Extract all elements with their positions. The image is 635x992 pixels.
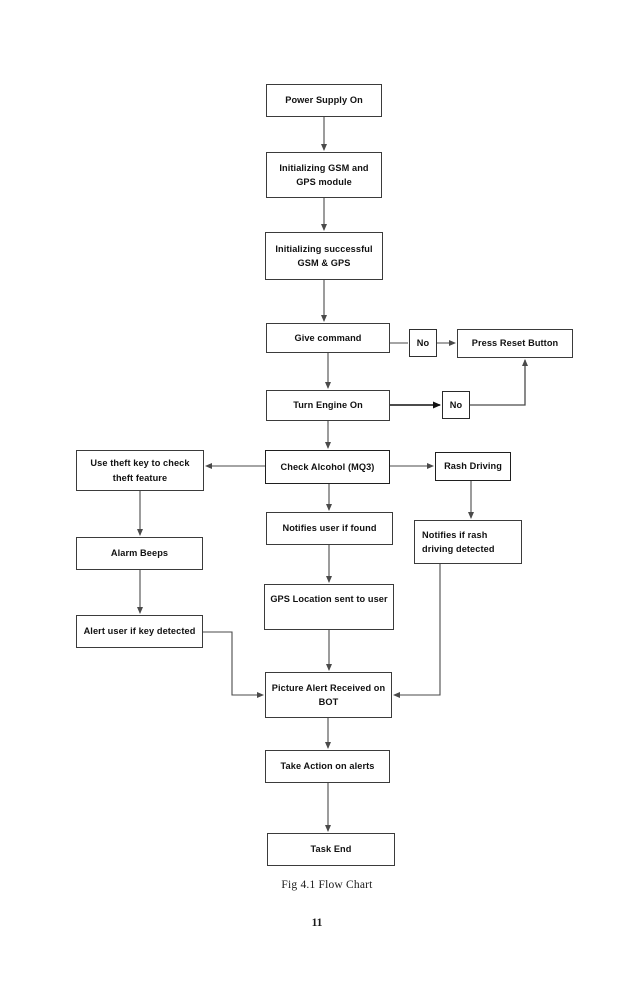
node-label: Picture Alert Received on BOT: [271, 682, 386, 707]
node-use-theft-key[interactable]: Use theft key to check theft feature: [76, 450, 204, 491]
node-label: Notifies if rash driving detected: [422, 530, 495, 555]
node-no-2[interactable]: No: [442, 391, 470, 419]
node-alert-user-key[interactable]: Alert user if key detected: [76, 615, 203, 648]
edge-alert-to-bot: [203, 631, 264, 698]
node-rash-driving[interactable]: Rash Driving: [435, 452, 511, 481]
edge-no2-to-reset: [470, 359, 528, 406]
figure-caption: Fig 4.1 Flow Chart: [281, 879, 373, 891]
node-picture-alert-bot[interactable]: Picture Alert Received on BOT: [265, 672, 392, 718]
node-init-gsm-gps[interactable]: Initializing GSM and GPS module: [266, 152, 382, 198]
node-label: Rash Driving: [444, 461, 502, 472]
node-label: No: [449, 399, 463, 410]
node-press-reset-button[interactable]: Press Reset Button: [457, 329, 573, 358]
node-label: Task End: [310, 844, 352, 855]
node-label: Alert user if key detected: [83, 626, 196, 637]
node-label: Notifies user if found: [282, 523, 377, 534]
node-take-action[interactable]: Take Action on alerts: [265, 750, 390, 783]
node-give-command[interactable]: Give command: [266, 323, 390, 353]
node-label: Take Action on alerts: [280, 761, 375, 772]
node-label: Press Reset Button: [471, 338, 559, 349]
node-label: Initializing successful GSM & GPS: [275, 243, 373, 268]
node-gps-location[interactable]: GPS Location sent to user: [264, 584, 394, 630]
node-label: Turn Engine On: [293, 400, 363, 411]
node-label: Use theft key to check theft feature: [90, 458, 190, 483]
node-label: GPS Location sent to user: [270, 594, 388, 604]
node-no-1[interactable]: No: [409, 329, 437, 357]
node-check-alcohol[interactable]: Check Alcohol (MQ3): [265, 450, 390, 484]
edge-notifies-rash-to-bot: [393, 564, 441, 698]
node-power-supply-on[interactable]: Power Supply On: [266, 84, 382, 117]
node-label: Check Alcohol (MQ3): [280, 461, 375, 472]
node-notifies-user-found[interactable]: Notifies user if found: [266, 512, 393, 545]
node-alarm-beeps[interactable]: Alarm Beeps: [76, 537, 203, 570]
node-notifies-rash-driving[interactable]: Notifies if rash driving detected: [414, 520, 522, 564]
node-init-successful[interactable]: Initializing successful GSM & GPS: [265, 232, 383, 280]
node-label: Give command: [294, 332, 362, 343]
node-label: No: [416, 337, 430, 348]
node-label: Initializing GSM and GPS module: [279, 162, 369, 187]
node-turn-engine-on[interactable]: Turn Engine On: [266, 390, 390, 421]
node-task-end[interactable]: Task End: [267, 833, 395, 866]
node-label: Power Supply On: [285, 95, 363, 106]
node-label: Alarm Beeps: [110, 548, 169, 559]
page-number: 11: [311, 917, 323, 929]
